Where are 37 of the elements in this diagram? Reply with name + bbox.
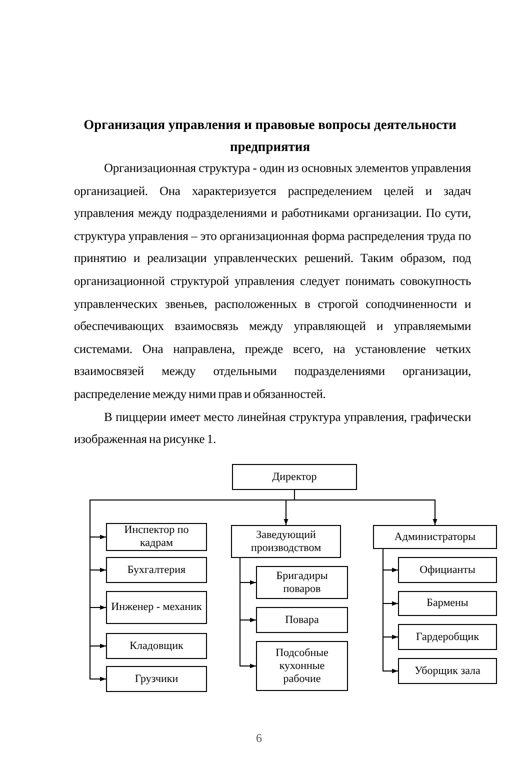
org-box (106, 557, 207, 583)
box-label: Уборщик зала (414, 664, 480, 678)
org-box (398, 591, 497, 616)
box-label: Инженер - механик (111, 601, 202, 614)
box-label: Бухгалтерия (127, 564, 186, 576)
box-label: Бригадиры поваров (275, 570, 329, 596)
connector-arrow (382, 548, 398, 674)
box-label: Гардеробщик (416, 630, 480, 644)
org-box (398, 658, 497, 684)
org-box (398, 624, 497, 650)
org-box (106, 666, 207, 692)
org-box (398, 557, 497, 583)
connector-arrow (294, 490, 438, 526)
box-label: Кладовщик (130, 640, 184, 652)
org-box (256, 641, 348, 691)
box-label: Заведующий производством (250, 528, 322, 554)
heading: Организация управления и правовые вопросы деятельности предприятия (82, 116, 458, 156)
page-number: 6 (256, 731, 262, 746)
box-label: Официанты (420, 564, 476, 576)
org-box (232, 464, 357, 490)
connector-arrow (240, 558, 256, 668)
org-box (106, 591, 207, 624)
org-box (256, 566, 348, 599)
box-label: Повара (285, 614, 319, 626)
box-label: Грузчики (134, 672, 178, 686)
paragraph: Организационная структура - один из основных элементов управления организацией. Она характеризуется распределением целей и задач управления между подразделениями и работниками организации. По сути, структура управления – это организационная форма распределения труда по принятию и реализации управленческих решений. Таким образом, под организационной структурой управления следует понимать совокупность управленческих звеньев, расположенных в строгой соподчиненности и обеспечивающих взаимосвязь между управляющей и управляемыми системами. Она направлена, прежде всего, на установление четких взаимосвязей между отдельными подразделениями организации, распределение между ними прав и обязанностей. (74, 160, 471, 403)
org-box (106, 523, 207, 551)
box-label: Директор (272, 470, 317, 484)
org-box (106, 633, 207, 659)
box-label: Администраторы (394, 530, 476, 544)
box-label: Инспектор по кадрам (123, 524, 190, 550)
org-box (373, 525, 497, 549)
org-box (231, 525, 341, 558)
org-box (256, 607, 348, 633)
paragraph: В пиццерии имеет место линейная структура управления, графически изображенная на рисунке 1. (74, 408, 471, 448)
box-label: Подсобные кухонные рабочие (274, 646, 330, 686)
box-label: Бармены (426, 597, 468, 610)
